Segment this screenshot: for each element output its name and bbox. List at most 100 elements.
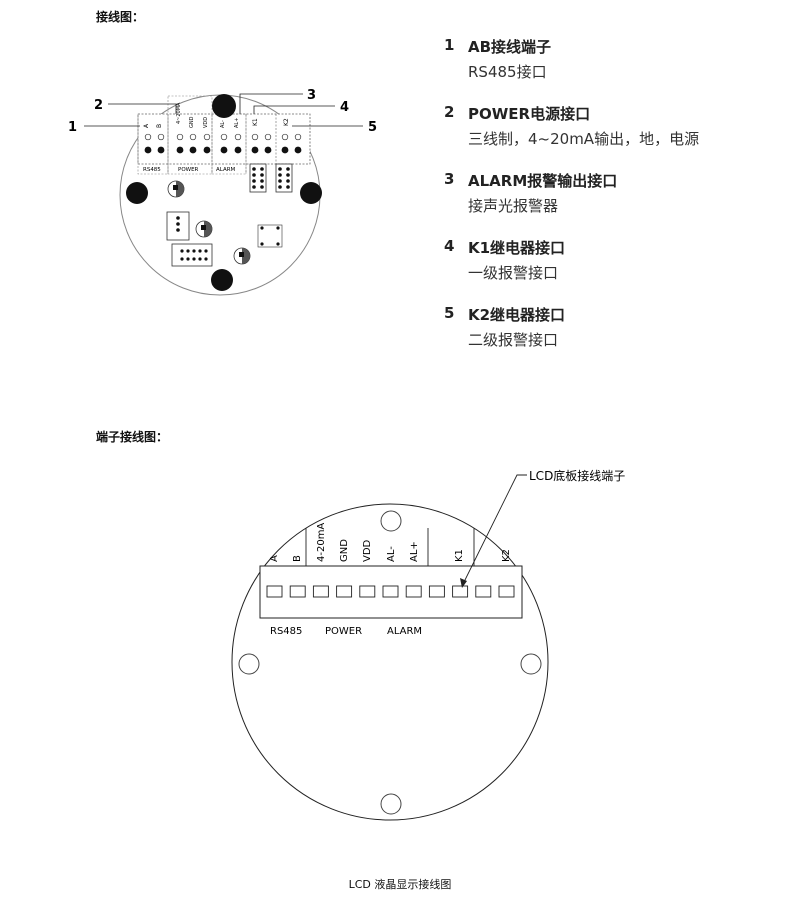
pcb-label-a: A <box>143 123 150 128</box>
lcd-hole-right <box>520 653 542 675</box>
pcb-label-al-minus: AL- <box>220 120 226 128</box>
pin-contact-bottom <box>144 146 152 154</box>
lcd-caption: LCD 液晶显示接线图 <box>348 878 452 891</box>
header-pin <box>180 249 184 253</box>
pin-contact-bottom <box>281 146 289 154</box>
lcd-group-alarm: ALARM <box>387 626 422 637</box>
hole-top <box>212 94 236 118</box>
terminal-slot <box>336 585 353 598</box>
pin-contact-top <box>203 133 211 141</box>
relay-pin <box>286 167 290 171</box>
legend-number: 1 <box>444 36 455 54</box>
pcb-relay-headers <box>249 163 293 193</box>
header-pin <box>180 257 184 261</box>
legend-number: 3 <box>444 170 455 188</box>
terminal-slot <box>405 585 422 598</box>
lcd-label-vdd: VDD <box>362 539 373 562</box>
relay-pin <box>252 173 256 177</box>
hole-bottom <box>211 269 233 291</box>
pin-contact-top <box>144 133 152 141</box>
callout-3: 3 <box>307 88 316 103</box>
lcd-label-k1: K1 <box>454 549 465 562</box>
terminal-slot <box>428 585 445 598</box>
pcb-label-k1: K1 <box>252 118 259 126</box>
header-pin <box>186 257 190 261</box>
relay-pin <box>286 179 290 183</box>
header-pin <box>176 216 180 220</box>
hole-left <box>126 182 148 204</box>
legend-description: 二级报警接口 <box>468 331 559 349</box>
lcd-terminal-slots <box>266 585 515 598</box>
lcd-pin-labels: A B 4-20mA GND VDD AL- AL+ K1 K2 <box>269 523 512 562</box>
legend-heading: ALARM报警输出接口 <box>468 172 618 190</box>
pin-contact-bottom <box>251 146 259 154</box>
legend-heading: K2继电器接口 <box>468 306 566 324</box>
relay-pin <box>252 185 256 189</box>
legend-description: 接声光报警器 <box>468 197 559 215</box>
relay-pin <box>278 185 282 189</box>
lcd-pointer: LCD底板接线端子 <box>460 468 625 588</box>
pcb-label-b: B <box>156 124 163 128</box>
relay-pin <box>286 173 290 177</box>
terminal-slot <box>452 585 469 598</box>
pin-contact-bottom <box>220 146 228 154</box>
legend-heading: POWER电源接口 <box>468 105 591 123</box>
relay-pin <box>260 167 264 171</box>
header-pin <box>198 249 202 253</box>
pcb-group-alarm: ALARM <box>216 167 236 173</box>
legend-item: 3 ALARM报警输出接口接声光报警器 <box>444 170 784 237</box>
callout-5: 5 <box>368 120 377 135</box>
pcb-callout-lines <box>84 93 363 127</box>
relay-pin <box>286 185 290 189</box>
relay-pin <box>260 185 264 189</box>
header-pin <box>192 249 196 253</box>
pin-contact-top <box>220 133 228 141</box>
pin-contact-top <box>264 133 272 141</box>
pin-contact-top <box>294 133 302 141</box>
header-pin <box>198 257 202 261</box>
pin-contact-top <box>234 133 242 141</box>
relay-pin <box>260 173 264 177</box>
relay-pin <box>252 167 256 171</box>
pcb-label-vdd: VDD <box>203 117 209 128</box>
lcd-pointer-label: LCD底板接线端子 <box>529 468 625 483</box>
legend-description: RS485接口 <box>468 63 547 81</box>
lcd-group-labels: RS485 POWER ALARM <box>270 626 422 637</box>
terminal-slot <box>498 585 515 598</box>
pin-contact-top <box>251 133 259 141</box>
terminal-slot <box>382 585 399 598</box>
legend-number: 5 <box>444 304 455 322</box>
lcd-label-4-20ma: 4-20mA <box>316 523 327 562</box>
lcd-label-al-plus: AL+ <box>409 541 420 562</box>
lcd-label-gnd: GND <box>339 539 350 562</box>
pcb-group-rs485: RS485 <box>143 167 161 173</box>
pin-contact-bottom <box>189 146 197 154</box>
legend-number: 4 <box>444 237 455 255</box>
legend-number: 2 <box>444 103 455 121</box>
legend-item: 5 K2继电器接口二级报警接口 <box>444 304 784 371</box>
header-wide <box>171 243 213 267</box>
terminal-slot <box>359 585 376 598</box>
pcb-label-k2: K2 <box>283 118 290 126</box>
pcb-label-4-20ma: 4~20MA <box>176 102 182 124</box>
pcb-pin-labels: A B 4~20MA GND VDD AL- AL+ K1 K2 RS485 P… <box>143 102 290 173</box>
terminal-slot <box>266 585 283 598</box>
legend-heading: AB接线端子 <box>468 38 552 56</box>
relay-pin <box>278 167 282 171</box>
header-pin <box>176 228 180 232</box>
relay-pin <box>278 173 282 177</box>
callout-4: 4 <box>340 100 349 115</box>
legend-description: 一级报警接口 <box>468 264 559 282</box>
legend-item: 1 AB接线端子 RS485接口 <box>444 36 784 103</box>
hole-right <box>300 182 322 204</box>
section-title-wiring: 接线图： <box>96 10 145 24</box>
header-pin <box>186 249 190 253</box>
pin-contact-bottom <box>264 146 272 154</box>
pin-contact-bottom <box>203 146 211 154</box>
section-title-terminal: 端子接线图： <box>96 430 169 444</box>
lcd-group-power: POWER <box>325 626 362 637</box>
lcd-label-al-minus: AL- <box>386 546 397 562</box>
